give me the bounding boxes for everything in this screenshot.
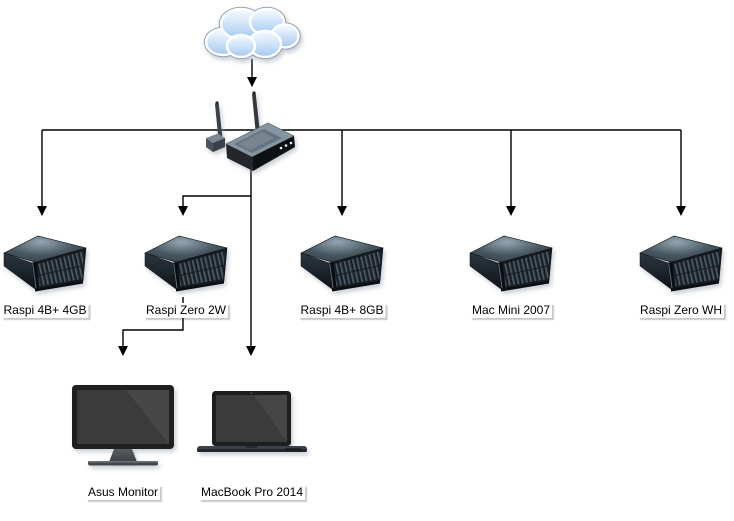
peripheral-label-asus-monitor: Asus Monitor <box>85 485 161 500</box>
cloud-icon <box>203 6 301 60</box>
rack-server-icon <box>142 229 230 297</box>
rack-server-icon <box>637 229 725 297</box>
rack-server-icon <box>298 229 386 297</box>
rack-server-icon <box>1 229 89 297</box>
monitor-icon <box>70 384 176 468</box>
server-label-mac-mini-2007: Mac Mini 2007 <box>469 303 553 318</box>
laptop-icon <box>197 390 307 454</box>
peripheral-label-macbook-pro-2014: MacBook Pro 2014 <box>198 485 306 500</box>
wireless-router-icon <box>206 91 295 171</box>
rack-server-icon <box>467 229 555 297</box>
server-label-raspi-4b-8gb: Raspi 4B+ 8GB <box>298 303 386 318</box>
server-label-raspi-zero-2w: Raspi Zero 2W <box>143 303 229 318</box>
server-label-raspi-4b-4gb: Raspi 4B+ 4GB <box>1 303 89 318</box>
server-label-raspi-zero-wh: Raspi Zero WH <box>637 303 725 318</box>
